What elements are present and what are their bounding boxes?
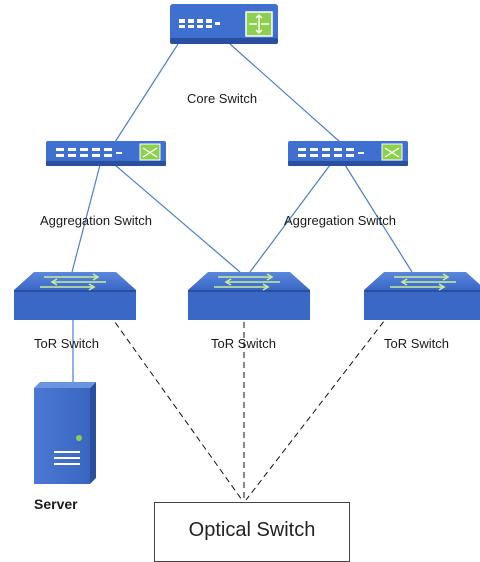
link-core-agg-right [229, 43, 341, 143]
link-aggR-torM [249, 164, 331, 273]
core-switch-icon [170, 4, 278, 44]
optical-switch-box: Optical Switch [154, 502, 350, 562]
tor-switch-right-icon [364, 272, 480, 320]
server-label: Server [34, 496, 78, 512]
aggregation-switch-left-label: Aggregation Switch [40, 213, 153, 228]
aggregation-switch-left-icon [46, 141, 166, 166]
aggregation-switch-right-icon [288, 141, 408, 166]
server-icon [34, 382, 96, 484]
link-aggL-torM [114, 164, 241, 273]
tor-switch-left-label: ToR Switch [34, 336, 100, 351]
aggregation-switch-right-label: Aggregation Switch [284, 213, 397, 228]
dashed-torL-optical [91, 289, 243, 501]
link-aggR-torR [344, 164, 413, 273]
dashed-torR-optical [245, 289, 409, 501]
tor-switch-right-label: ToR Switch [384, 336, 450, 351]
tor-switch-left-icon [14, 272, 136, 320]
link-core-agg-left [114, 43, 179, 143]
tor-switch-middle-label: ToR Switch [211, 336, 277, 351]
tor-switch-middle-icon [188, 272, 310, 320]
link-aggL-torL [71, 164, 101, 273]
solid-links [71, 43, 413, 388]
core-switch-label: Core Switch [187, 91, 258, 106]
optical-switch-label: Optical Switch [188, 519, 316, 541]
dashed-links [91, 289, 409, 501]
